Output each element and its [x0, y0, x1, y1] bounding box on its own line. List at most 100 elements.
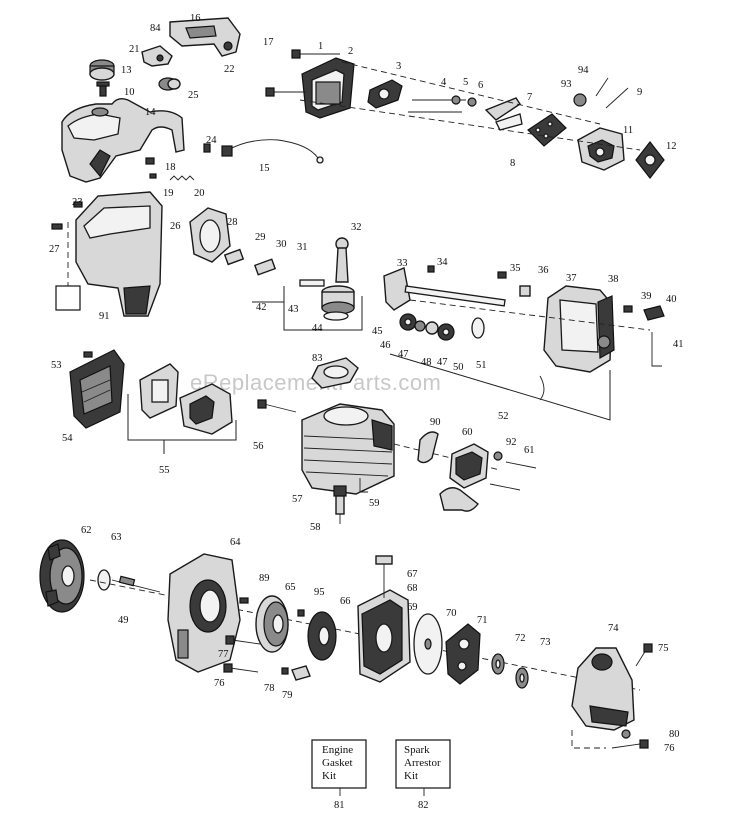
callout-p53: 53	[51, 360, 62, 371]
callout-p47b: 47	[437, 357, 448, 368]
callout-p65: 65	[285, 582, 296, 593]
gasket-8-part	[527, 113, 567, 147]
callout-p43: 43	[288, 304, 299, 315]
box-91-part	[55, 285, 81, 311]
alignment-line	[409, 299, 651, 331]
screw-53-part	[83, 351, 93, 358]
spring-71	[445, 623, 481, 685]
callout-p74: 74	[608, 623, 619, 634]
crankcase-64	[167, 553, 241, 673]
callout-p27: 27	[49, 244, 60, 255]
callout-p90: 90	[430, 417, 441, 428]
callout-p66: 66	[340, 596, 351, 607]
bracket-42	[283, 286, 363, 331]
callout-p67: 67	[407, 569, 418, 580]
callout-p21: 21	[129, 44, 140, 55]
callout-p64: 64	[230, 537, 241, 548]
callout-p4: 4	[441, 77, 447, 88]
spark-arrestor-kit-box: Spark Arrestor Kit 82	[395, 739, 451, 811]
callout-p35: 35	[510, 263, 521, 274]
callout-p73: 73	[540, 637, 551, 648]
spacer-25-part	[158, 77, 181, 91]
gasket-29-part	[223, 248, 245, 266]
callout-p84: 84	[150, 23, 161, 34]
callout-p52: 52	[498, 411, 509, 422]
callout-p76a: 76	[214, 678, 225, 689]
crank-bearings-45-51	[399, 313, 485, 341]
callout-p79: 79	[282, 690, 293, 701]
callout-p39: 39	[641, 291, 652, 302]
boot-lower-part	[439, 487, 479, 512]
callout-p32: 32	[351, 222, 362, 233]
callout-p55: 55	[159, 465, 170, 476]
callout-p44: 44	[312, 323, 323, 334]
alignment-line	[571, 730, 606, 749]
piston-44-part	[321, 285, 355, 321]
parts-78-79	[281, 665, 311, 681]
carburetor-11-part	[577, 127, 625, 171]
callout-p30: 30	[276, 239, 287, 250]
muffler-55	[139, 363, 233, 435]
washer-63	[97, 569, 111, 591]
bolt-56	[257, 399, 297, 413]
callout-p42: 42	[256, 302, 267, 313]
callout-p11: 11	[623, 125, 633, 136]
wire-part	[539, 375, 545, 401]
engine-gasket-kit-line1: Engine	[322, 744, 353, 756]
flywheel-62	[39, 539, 85, 613]
callout-p15: 15	[259, 163, 270, 174]
clutch-drum-69	[357, 589, 411, 683]
callout-p26: 26	[170, 221, 181, 232]
spark-arrestor-kit-line2: Arrestor	[404, 757, 441, 769]
callout-p24: 24	[206, 135, 217, 146]
upper-handle-part	[61, 97, 185, 183]
cylinder-57	[301, 403, 395, 495]
callout-p9: 9	[637, 87, 642, 98]
callout-p80: 80	[669, 729, 680, 740]
gasket-30-part	[253, 258, 277, 276]
callout-p46: 46	[380, 340, 391, 351]
callout-p70: 70	[446, 608, 457, 619]
knob-part	[89, 59, 115, 81]
callout-p10: 10	[124, 87, 135, 98]
wrench-59	[359, 478, 368, 493]
callout-p13: 13	[121, 65, 132, 76]
callout-p69: 69	[407, 602, 418, 613]
screw-10-part	[96, 81, 110, 97]
callout-p60: 60	[462, 427, 473, 438]
parts-39-41	[623, 305, 665, 367]
engine-cover-26-part	[75, 191, 163, 317]
spark-arrestor-kit-number: 82	[418, 800, 429, 811]
cable-part	[221, 139, 324, 164]
screws-61-92	[489, 451, 537, 491]
screw-34-35	[427, 265, 507, 279]
spark-plug-58	[333, 485, 347, 524]
callout-p78: 78	[264, 683, 275, 694]
callout-p61: 61	[524, 445, 535, 456]
callout-p48: 48	[421, 357, 432, 368]
callout-p28: 28	[227, 217, 238, 228]
spark-arrestor-kit-line3: Kit	[404, 770, 418, 782]
screw-95	[297, 609, 305, 617]
engine-gasket-kit-box: Engine Gasket Kit 81	[311, 739, 367, 811]
callout-p20: 20	[194, 188, 205, 199]
engine-gasket-kit-line2: Gasket	[322, 757, 353, 769]
callout-p72: 72	[515, 633, 526, 644]
alignment-line	[299, 61, 641, 151]
callout-p62: 62	[81, 525, 92, 536]
trigger-part	[141, 45, 173, 67]
gasket-12-part	[635, 141, 665, 179]
callout-p45: 45	[372, 326, 383, 337]
pin-43-part	[299, 279, 325, 287]
callout-p29: 29	[255, 232, 266, 243]
callout-p54: 54	[62, 433, 73, 444]
pulley-65	[255, 595, 289, 653]
callout-p71: 71	[477, 615, 488, 626]
air-filter-cover-part	[301, 57, 355, 119]
callout-p56: 56	[253, 441, 264, 452]
callout-p31: 31	[297, 242, 308, 253]
callout-p25: 25	[188, 90, 199, 101]
muffler-shield-54	[69, 349, 125, 429]
